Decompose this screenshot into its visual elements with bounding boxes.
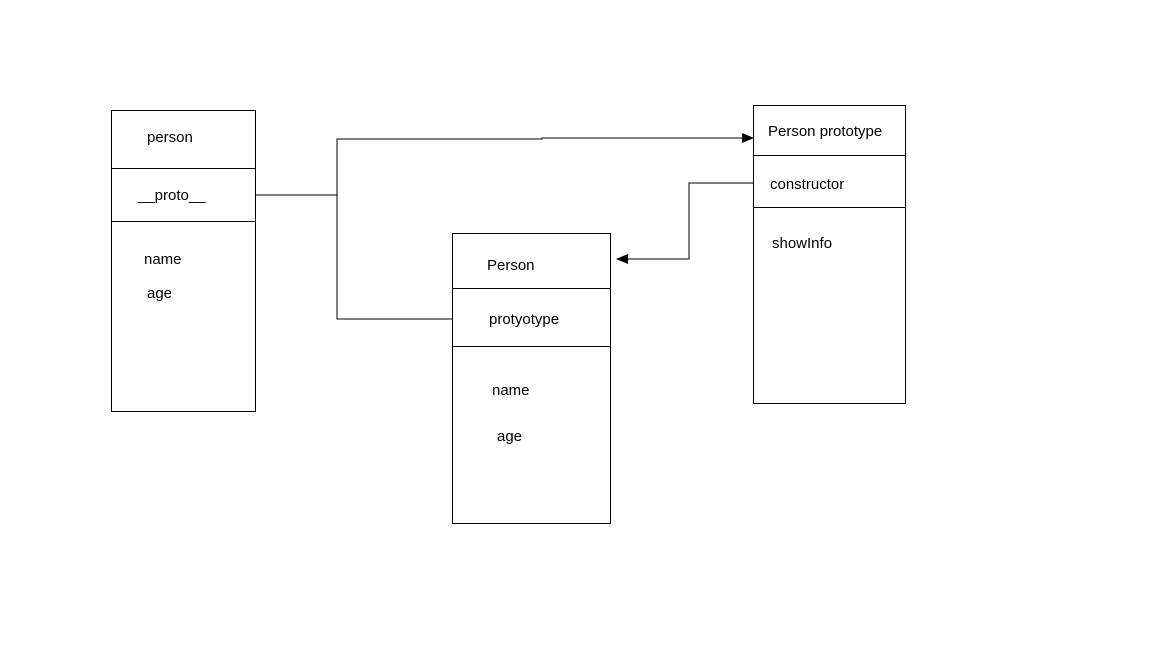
person-prototype-box: Person prototype constructor showInfo [753, 105, 906, 404]
person-proto-divider [112, 221, 255, 222]
proto-link-arrow [256, 133, 754, 196]
prototype-box-title: Person prototype [768, 123, 883, 140]
constructor-field-name: name [492, 382, 530, 399]
person-proto-label: __proto__ [138, 187, 206, 204]
person-field-name: name [144, 251, 182, 268]
prototype-title-divider [754, 155, 905, 156]
person-instance-box: person __proto__ name age [111, 110, 256, 412]
constructor-link-arrow [616, 182, 753, 264]
constructor-box-title: Person [487, 257, 535, 274]
person-title-divider [112, 168, 255, 169]
prototype-constructor-label: constructor [770, 176, 845, 193]
prototype-constructor-divider [754, 207, 905, 208]
person-constructor-box: Person protyotype name age [452, 233, 611, 524]
prototype-method-showinfo: showInfo [772, 235, 833, 252]
constructor-prototype-divider [453, 346, 610, 347]
person-box-title: person [147, 129, 193, 146]
person-field-age: age [147, 285, 173, 302]
constructor-prototype-label: protyotype [489, 311, 560, 328]
constructor-title-divider [453, 288, 610, 289]
constructor-field-age: age [497, 428, 523, 445]
prototype-link-line [336, 195, 453, 320]
